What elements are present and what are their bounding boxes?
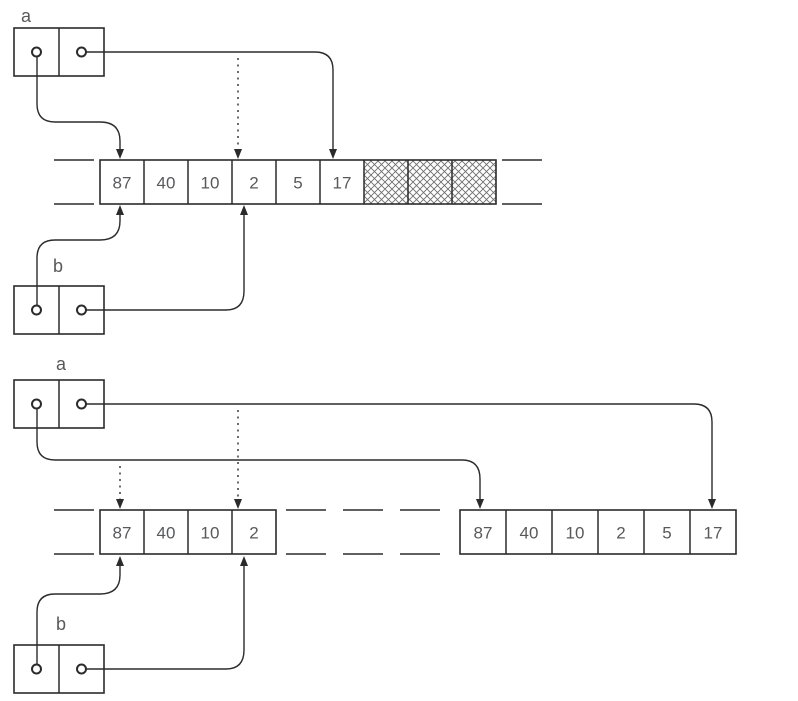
unused-capacity-cell	[452, 160, 496, 204]
cell-value: 2	[249, 174, 258, 193]
cell-value: 17	[704, 524, 723, 543]
label-a: a	[21, 6, 32, 26]
cell-value: 40	[520, 524, 539, 543]
top-array-outline	[99, 159, 497, 205]
top-diagram: a 87 40 10 2 5 17 b	[13, 6, 542, 335]
pointer-dot-icon	[76, 46, 87, 58]
pointer-dot-icon	[76, 663, 87, 675]
cell-value: 10	[201, 174, 220, 193]
pointer-dot-icon	[76, 304, 87, 316]
label-a: a	[56, 354, 67, 374]
label-b: b	[56, 614, 66, 634]
cell-value: 17	[333, 174, 352, 193]
b-first-pointer-arrow	[36, 205, 124, 305]
pointer-dot-icon	[76, 398, 87, 410]
b-first-pointer-arrow	[36, 556, 124, 664]
cell-value: 5	[662, 524, 671, 543]
b-second-pointer-arrow	[86, 556, 248, 670]
a-first-pointer-arrow	[36, 409, 484, 509]
pointer-dot-icon	[31, 398, 42, 410]
pointer-dot-icon	[31, 304, 42, 316]
bottom-diagram: a 87 40 10 2 87 40 10	[13, 354, 737, 694]
cell-value: 40	[157, 174, 176, 193]
label-b: b	[53, 256, 63, 276]
unused-capacity-cell	[364, 160, 408, 204]
cell-value: 87	[474, 524, 493, 543]
unused-capacity-cell	[408, 160, 452, 204]
cell-value: 87	[113, 524, 132, 543]
a-first-pointer-arrow	[36, 57, 124, 159]
b-second-pointer-arrow	[86, 205, 248, 311]
cell-value: 10	[201, 524, 220, 543]
cell-value: 2	[249, 524, 258, 543]
cell-value: 2	[616, 524, 625, 543]
a-second-pointer-arrow	[86, 403, 716, 509]
cell-value: 87	[113, 174, 132, 193]
cell-value: 5	[293, 174, 302, 193]
pointer-dot-icon	[31, 46, 42, 58]
cell-value: 40	[157, 524, 176, 543]
cell-value: 10	[566, 524, 585, 543]
pointer-dot-icon	[31, 663, 42, 675]
a-second-pointer-arrow	[86, 51, 337, 159]
